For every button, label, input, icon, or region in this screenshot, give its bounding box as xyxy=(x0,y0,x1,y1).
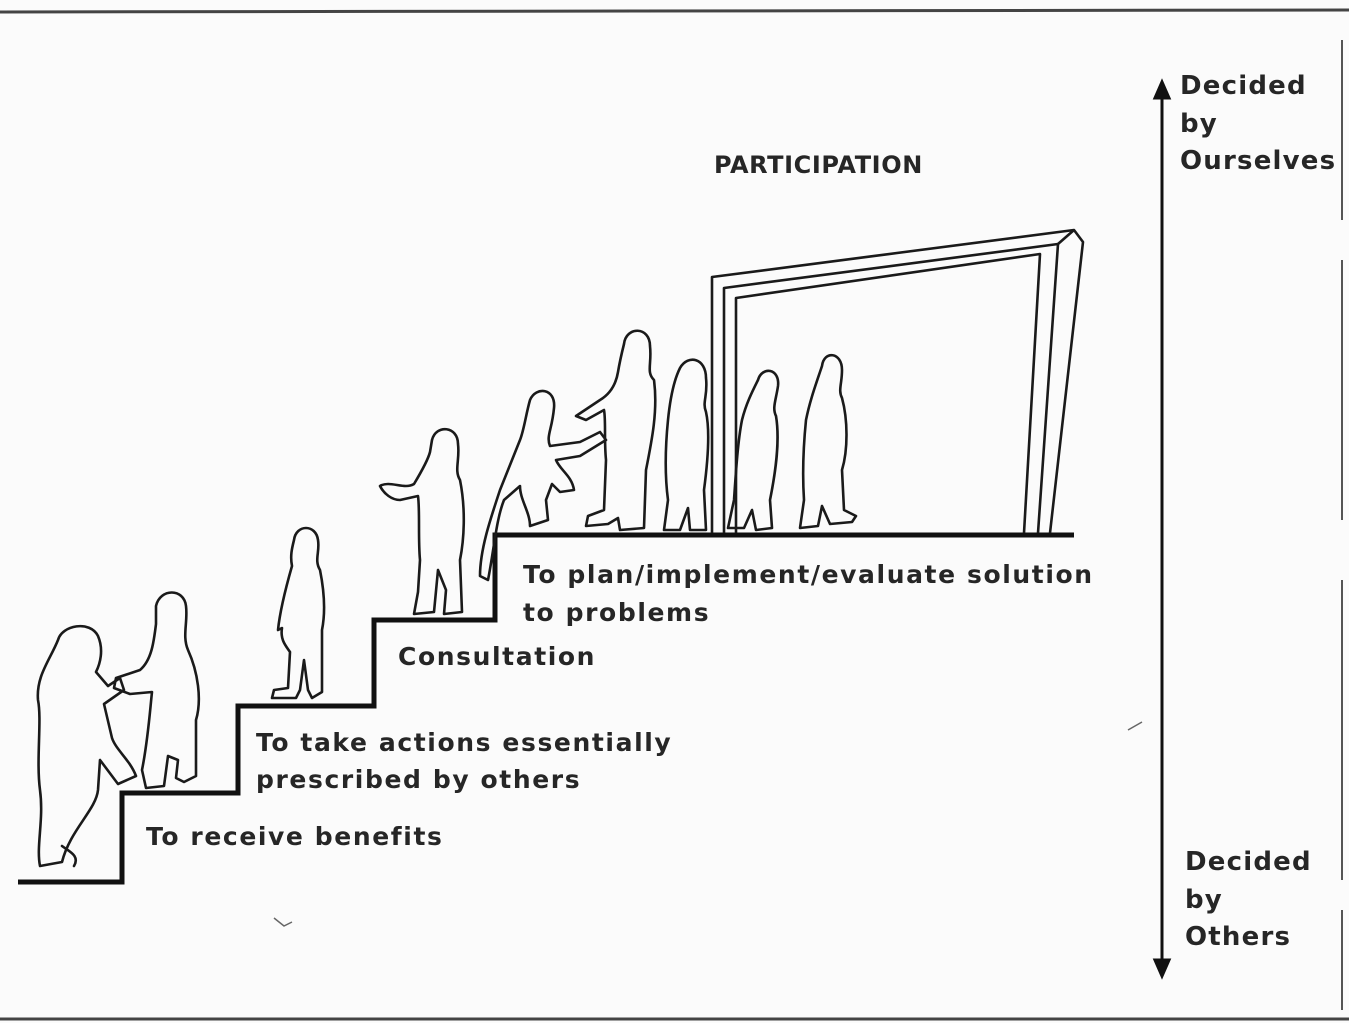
axis-bottom-label-line1: Decided xyxy=(1185,847,1312,877)
figure-doorway-person xyxy=(662,358,710,532)
axis-top-label-line3: Ourselves xyxy=(1180,146,1337,176)
diagram-title: PARTICIPATION xyxy=(714,151,923,179)
figure-pulling-person xyxy=(574,329,657,532)
figure-consultation-person xyxy=(378,427,466,616)
step-label-take-actions-line2: prescribed by others xyxy=(256,765,582,794)
staircase xyxy=(18,532,1074,885)
scan-specks xyxy=(273,721,1143,927)
figure-inside-person xyxy=(798,353,858,530)
axis-top-label-line2: by xyxy=(1180,109,1218,139)
step-label-take-actions-line1: To take actions essentially xyxy=(256,728,673,757)
step-label-consultation: Consultation xyxy=(398,642,597,671)
vertical-double-arrow xyxy=(1152,78,1172,980)
figure-climbing-person xyxy=(36,624,138,868)
figure-helping-person xyxy=(112,591,201,790)
figure-standing-person-step2 xyxy=(270,526,326,700)
figure-walking-person xyxy=(726,369,780,532)
step-label-plan-implement-line1: To plan/implement/evaluate solution xyxy=(523,560,1094,589)
figure-reaching-person xyxy=(478,389,608,582)
axis-bottom-label-line2: by xyxy=(1185,885,1223,915)
scan-border-top xyxy=(0,8,1349,14)
step-label-plan-implement-line2: to problems xyxy=(523,598,711,627)
axis-top-label-line1: Decided xyxy=(1180,71,1307,101)
figures xyxy=(36,329,858,868)
doorway-frame xyxy=(710,228,1085,534)
step-label-receive-benefits: To receive benefits xyxy=(146,822,444,851)
axis-bottom-label-line3: Others xyxy=(1185,922,1292,952)
